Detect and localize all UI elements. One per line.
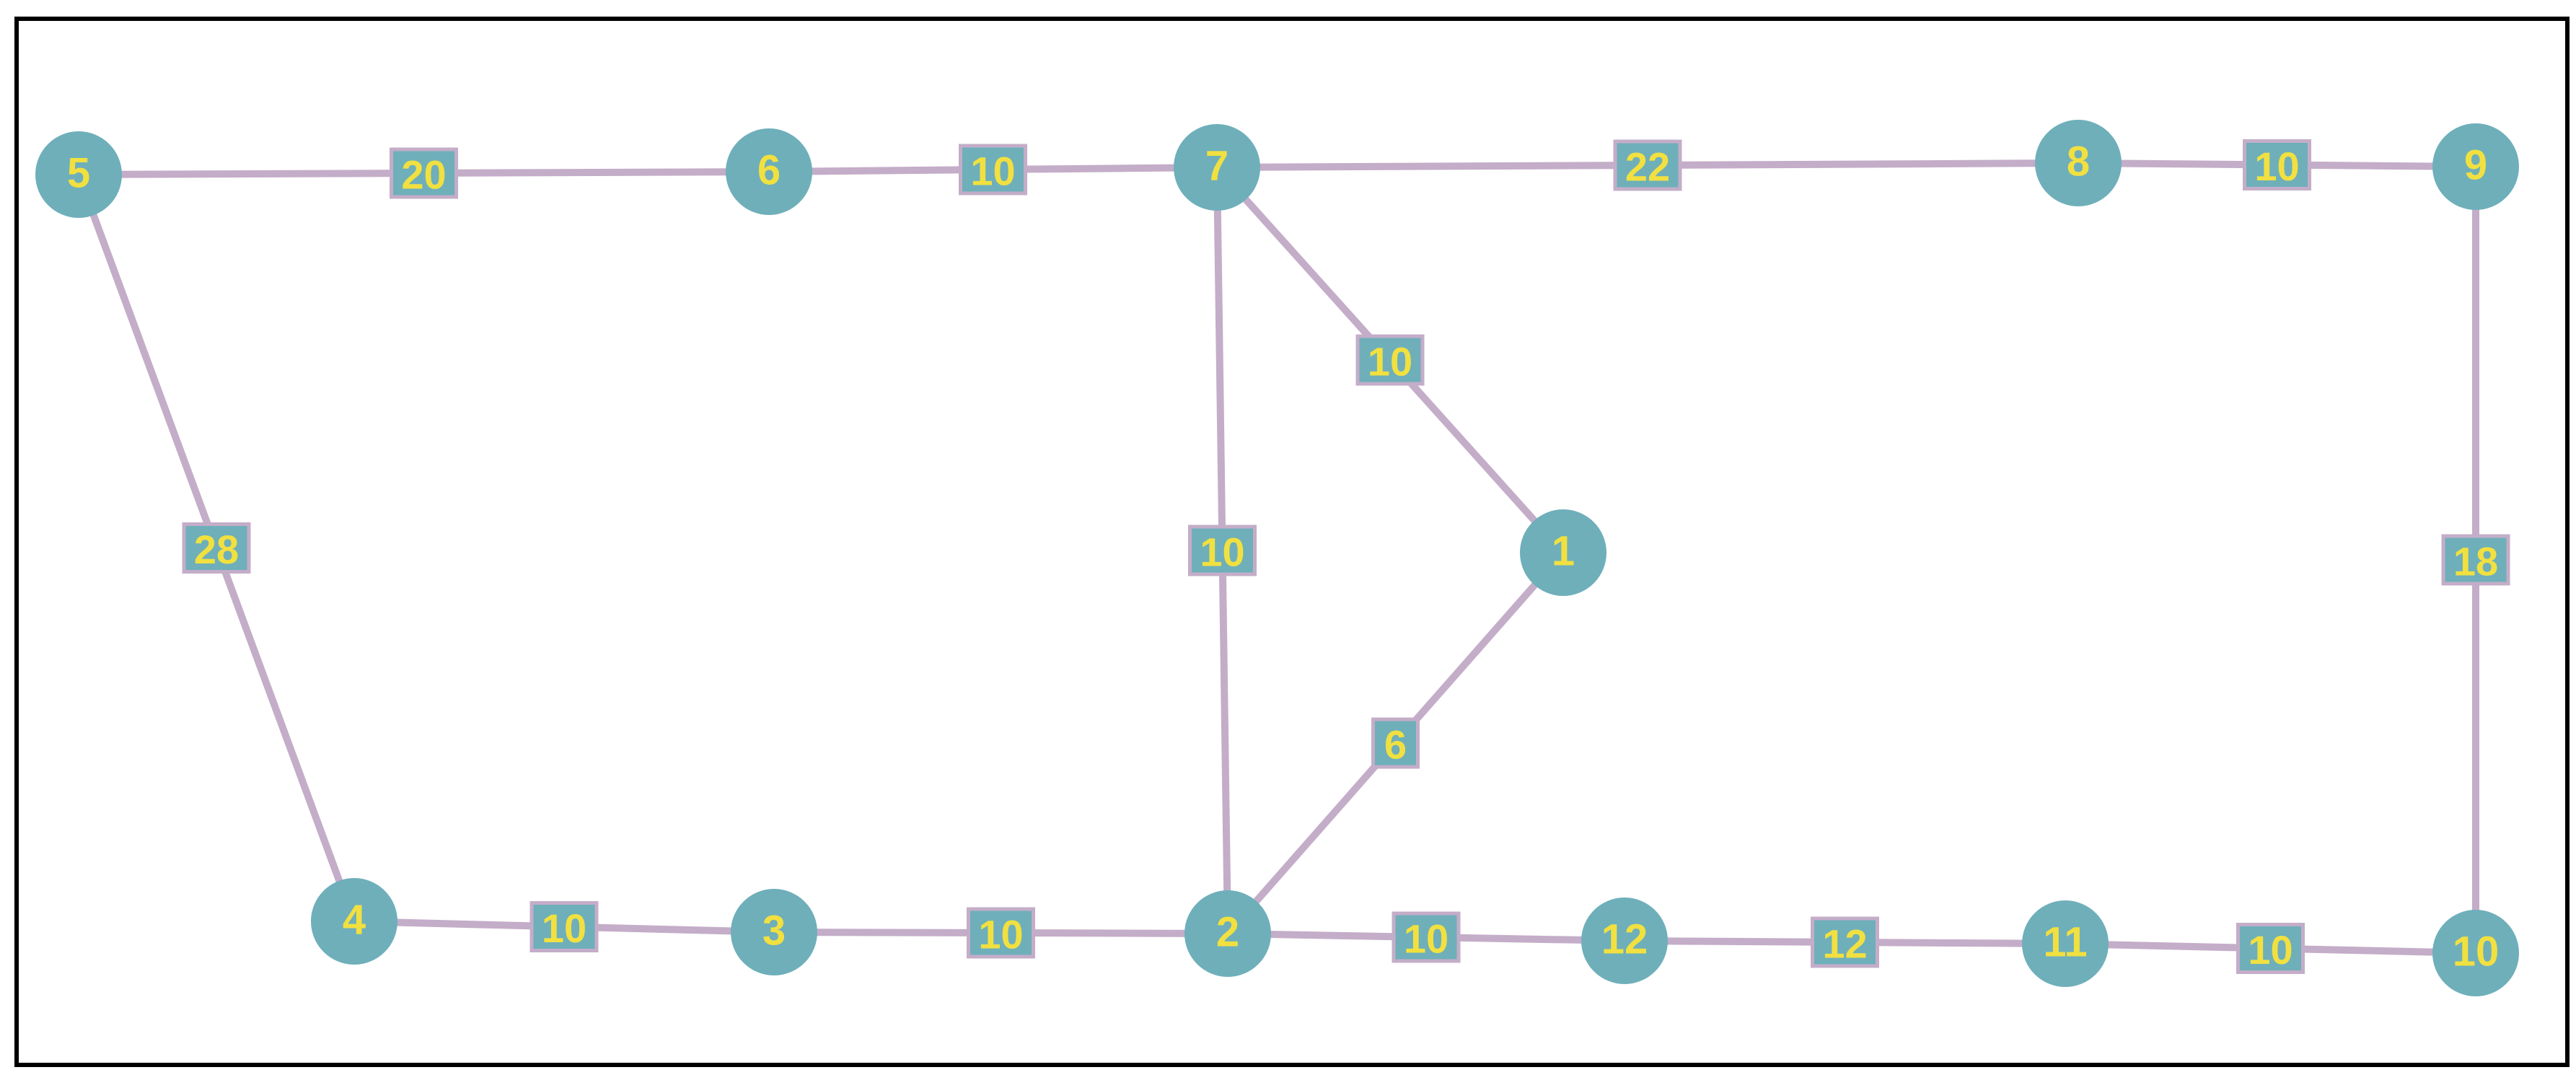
edge-weight-box [2236,923,2305,974]
edge-weight-text: 10 [1368,339,1412,385]
node-circle [1174,124,1260,211]
node-label: 1 [1552,528,1575,575]
edge-weight-text: 6 [1384,722,1407,768]
node-circle [311,878,397,965]
edge-weight-text: 28 [194,527,239,572]
node-11: 11 [2022,900,2109,987]
edge-weight-label: 22 [1613,139,1682,191]
node-circle [2035,120,2122,206]
edge-weight-label: 10 [2236,923,2305,974]
edge-weight-text: 10 [2248,927,2293,973]
node-circle [726,128,812,215]
edge-weight-label: 10 [2243,139,2311,190]
edge-weight-label: 10 [529,901,599,952]
edge-weight-label: 10 [1355,334,1425,386]
node-6: 6 [726,128,812,215]
node-7: 7 [1174,124,1260,211]
edge-weight-box [967,907,1035,959]
node-circle [1520,509,1606,596]
edge-weight-box [1355,334,1425,386]
node-8: 8 [2035,120,2122,206]
node-label: 7 [1205,143,1228,190]
node-circle [35,131,122,218]
edges-layer [75,159,2479,957]
edge-weight-text: 10 [2254,144,2299,189]
node-label: 6 [757,147,781,194]
node-2: 2 [1184,890,1271,977]
edge-weight-box [1188,525,1257,576]
edge-weight-text: 10 [970,149,1015,194]
edge-weight-box [1811,916,1879,968]
edge-weight-text: 18 [2453,539,2498,584]
edge-weight-box [2441,534,2510,586]
edge-weight-label: 18 [2441,534,2510,586]
edge-weight-box [529,901,599,952]
node-10: 10 [2432,910,2519,996]
edge-weight-label: 10 [959,144,1027,196]
edge-weight-box [2243,139,2311,190]
edge-weight-text: 20 [401,152,446,198]
edge-weight-box [1392,911,1461,963]
node-4: 4 [311,878,397,965]
node-label: 8 [2067,139,2090,185]
edge-weight-label: 10 [1188,525,1257,576]
node-label: 12 [1601,916,1648,963]
edge-weight-label: 6 [1371,717,1420,769]
node-label: 11 [2043,919,2087,966]
node-circle [2432,123,2519,210]
node-1: 1 [1520,509,1606,596]
edge-weight-text: 22 [1625,144,1670,190]
node-circle [2022,900,2109,987]
edge-weight-label: 10 [967,907,1035,959]
edge-weight-text: 10 [542,905,586,951]
node-circle [1581,898,1668,984]
node-label: 10 [2453,929,2500,975]
node-label: 4 [343,897,366,944]
node-circle [1184,890,1271,977]
node-label: 2 [1216,909,1239,956]
edge-weight-label: 10 [1392,911,1461,963]
edge-weight-box [1371,717,1420,769]
edge-weight-box [182,522,251,574]
edge-weight-text: 10 [1200,530,1244,575]
edge-weight-label: 28 [182,522,251,574]
edge-weight-label: 12 [1811,916,1879,968]
node-circle [2432,910,2519,996]
node-label: 5 [67,150,90,197]
node-label: 3 [762,908,786,955]
edge-weight-text: 10 [1404,916,1449,962]
node-12: 12 [1581,898,1668,984]
node-label: 9 [2464,142,2487,189]
edge-weight-box [390,147,458,199]
edge-weight-text: 12 [1822,921,1867,967]
node-9: 9 [2432,123,2519,210]
edge-weight-box [959,144,1027,196]
node-5: 5 [35,131,122,218]
edge-weight-text: 10 [978,912,1023,957]
node-3: 3 [731,889,817,975]
node-circle [731,889,817,975]
edge-weight-label: 20 [390,147,458,199]
edge-weight-box [1613,139,1682,191]
